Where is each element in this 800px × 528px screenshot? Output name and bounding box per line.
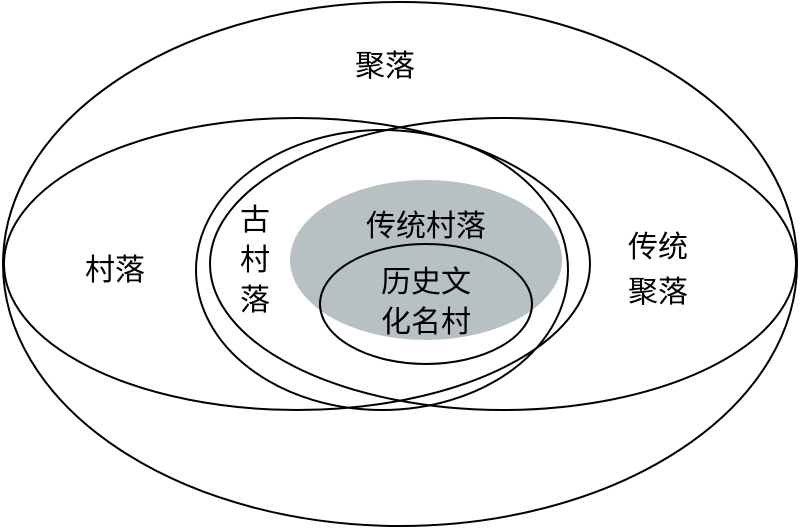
historic-village-label-line1: 历史文: [381, 265, 471, 300]
traditional-village-ellipse: [290, 180, 562, 340]
historic-village-label-line2: 化名村: [381, 305, 471, 340]
ancient-village-ellipse: [195, 129, 569, 411]
village-label: 村落: [85, 253, 145, 288]
village-ellipse: [3, 117, 591, 411]
ancient-village-label-line1: 古: [240, 203, 270, 238]
settlement-label: 聚落: [355, 49, 415, 84]
ancient-village-label-line2: 村: [240, 243, 270, 278]
ancient-village-label-line3: 落: [240, 283, 270, 318]
traditional-settlement-label-line2: 聚落: [628, 275, 688, 310]
traditional-village-label: 传统村落: [366, 209, 486, 244]
historic-village-ellipse: [319, 243, 533, 365]
traditional-settlement-ellipse: [209, 117, 797, 411]
traditional-settlement-label-line1: 传统: [628, 230, 688, 265]
